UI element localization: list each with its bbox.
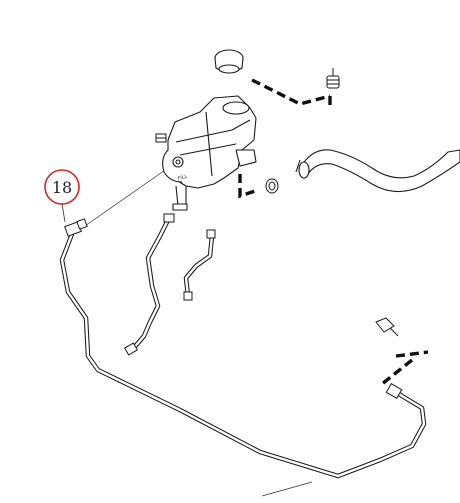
- tank-clip: [155, 133, 167, 143]
- pressure-cap-icon[interactable]: [214, 49, 244, 74]
- callout-number: 18: [52, 178, 72, 197]
- expansion-tank: [162, 95, 257, 211]
- small-hose-fittings: [123, 213, 216, 356]
- hose-connector-icon[interactable]: [64, 218, 88, 237]
- dashed-link-lines: [238, 78, 429, 386]
- bleed-screw-icon[interactable]: [326, 68, 340, 89]
- hose-clamp-icon[interactable]: [265, 178, 279, 194]
- callout-18[interactable]: 18: [44, 169, 80, 205]
- small-hoses[interactable]: [129, 217, 215, 353]
- hose-end-fitting-icon[interactable]: [385, 382, 403, 400]
- leader-line: [84, 167, 169, 227]
- long-bleed-hose-inner: [60, 232, 426, 478]
- bleed-nipple-icon[interactable]: [375, 317, 399, 337]
- tank-marking-text: FILL: [177, 174, 188, 182]
- radiator-hose[interactable]: [295, 149, 460, 193]
- callout-leader-line: [61, 203, 66, 223]
- small-hoses-inner: [130, 218, 214, 352]
- bottom-leader-line: [261, 481, 313, 497]
- long-bleed-hose[interactable]: [59, 231, 427, 479]
